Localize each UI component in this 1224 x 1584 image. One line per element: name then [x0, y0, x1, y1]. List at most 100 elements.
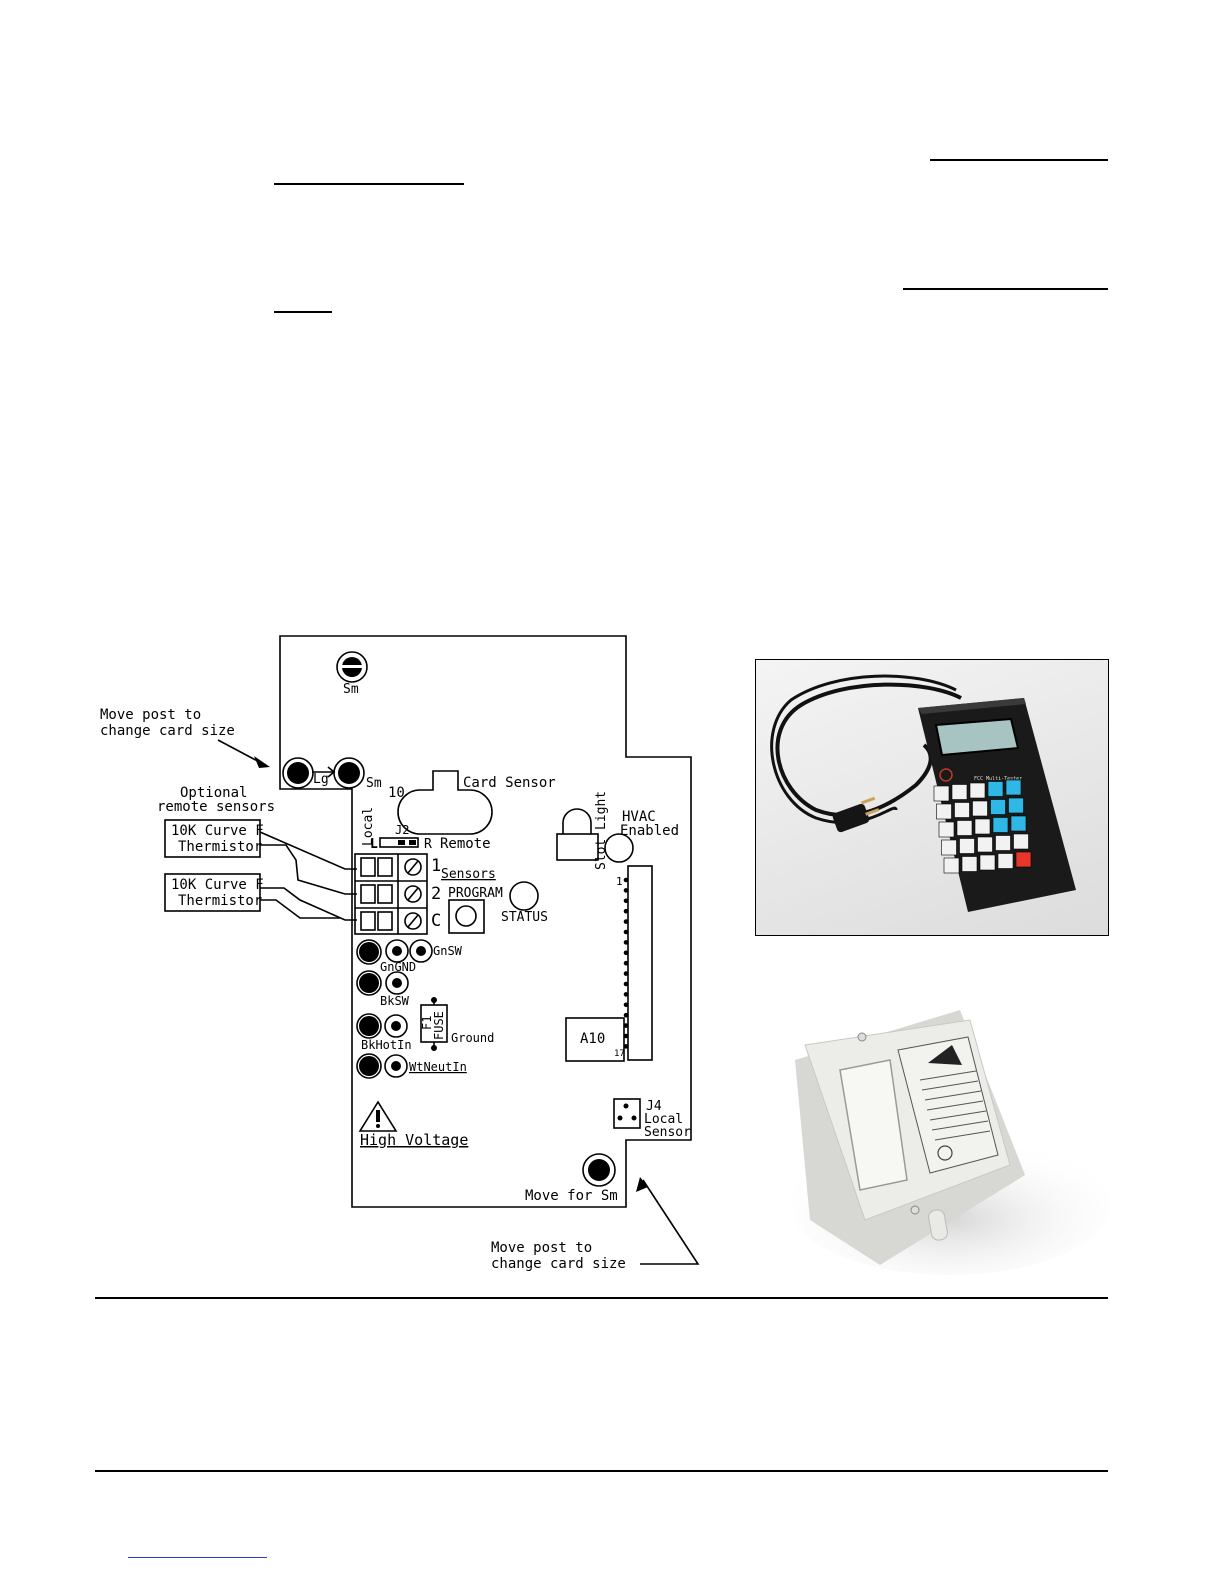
label-lg: Lg: [313, 772, 329, 787]
divider-rule-1: [95, 1297, 1108, 1299]
tester-key: [969, 782, 986, 799]
tester-key: [936, 803, 952, 820]
callout-bottom-line1: Move post to: [491, 1240, 592, 1256]
thermistor-box-1: [164, 819, 261, 858]
a10-box: [565, 1017, 625, 1062]
label-term-c: C: [431, 911, 441, 931]
thermistor-1-line2: Thermistor: [178, 839, 262, 855]
label-high-voltage: High Voltage: [360, 1131, 468, 1149]
label-local: Local: [361, 807, 376, 846]
label-ground: Ground: [451, 1031, 494, 1045]
label-pin-17: 17: [614, 1049, 625, 1059]
connector-pin: [623, 929, 629, 935]
label-program: PROGRAM: [448, 886, 503, 901]
divider-rule-2: [95, 1470, 1108, 1472]
tester-key: [972, 800, 988, 817]
tester-key: [951, 784, 968, 800]
callout-top-line1: Move post to: [100, 707, 201, 723]
tester-key: [1008, 797, 1024, 814]
tester-key: [1005, 779, 1022, 796]
connector-pin: [623, 1012, 629, 1018]
label-sm: Sm: [366, 776, 382, 791]
optional-line1: Optional: [180, 785, 247, 801]
label-j2: J2: [395, 823, 409, 837]
card-sensor-outline: [397, 770, 493, 835]
label-jr: R: [424, 837, 432, 852]
wire-1: [259, 831, 357, 870]
label-j4: J4: [646, 1099, 662, 1114]
label-j4-local: Local: [644, 1112, 683, 1127]
connector-pin: [623, 971, 629, 976]
tester-key: [959, 838, 975, 854]
label-pin-1: 1: [616, 875, 623, 888]
label-gngnd: GnGND: [380, 960, 416, 974]
tester-key: [956, 820, 973, 836]
label-remote: Remote: [440, 836, 491, 852]
label-light: Light: [594, 791, 609, 830]
connector-pin: [623, 1044, 629, 1049]
warning-triangle-icon: [358, 1100, 398, 1132]
label-sm-top: Sm: [343, 682, 359, 697]
tester-key: [1013, 833, 1029, 850]
tester-key: [987, 781, 1004, 797]
label-status: STATUS: [501, 910, 548, 925]
label-j4-sensor: Sensor: [644, 1125, 691, 1140]
connector-pin: [623, 960, 629, 966]
tester-key: [977, 836, 993, 853]
connector-pin: [623, 950, 629, 956]
tester-key: [1010, 815, 1027, 832]
callout-arrow-bottom: [640, 1179, 700, 1265]
board-outline: [279, 635, 692, 1208]
footer-link-underline[interactable]: [128, 1557, 267, 1558]
ribbon-connector: [627, 865, 653, 1061]
connector-pin: [623, 898, 629, 904]
slot-light-lamp: [562, 808, 592, 834]
card-switch-illustration: [790, 1010, 1110, 1275]
underline-fragment-2: [274, 183, 464, 185]
label-enabled: Enabled: [620, 823, 679, 839]
label-wtneutin: WtNeutIn: [409, 1060, 467, 1074]
thermistor-2-line1: 10K Curve F: [171, 877, 264, 893]
wire-2: [260, 844, 357, 895]
thermistor-2-line2: Thermistor: [178, 893, 262, 909]
tester-key: [938, 821, 955, 838]
underline-fragment-1: [930, 159, 1108, 161]
connector-pin: [623, 981, 629, 987]
label-hvac: HVAC: [622, 809, 656, 825]
label-slot: Slot: [594, 839, 609, 870]
multi-tester-illustration: FCC Multi-Tester: [770, 674, 1076, 912]
label-bkhotin: BkHotIn: [361, 1038, 412, 1052]
label-term-1: 1: [431, 856, 441, 876]
label-bksw: BkSW: [380, 994, 410, 1008]
tester-key: [992, 817, 1009, 833]
card-switch-photo: [780, 1005, 1110, 1275]
connector-pin: [623, 919, 629, 924]
callout-bottom-line2: change card size: [491, 1256, 626, 1272]
tester-key: [941, 839, 957, 856]
program-button-outline: [448, 899, 485, 934]
label-term-2: 2: [431, 884, 441, 904]
thermistor-1-line1: 10K Curve F: [171, 823, 264, 839]
optional-line2: remote sensors: [157, 799, 275, 815]
tester-label: FCC Multi-Tester: [974, 776, 1022, 782]
label-10: 10: [388, 785, 405, 801]
underline-fragment-4: [274, 311, 332, 313]
connector-pin: [623, 888, 629, 893]
hvac-led-outline: [604, 833, 634, 863]
tester-key: [974, 818, 991, 835]
wire-3: [260, 887, 357, 921]
label-f1: F1: [420, 1016, 434, 1030]
label-sensors: Sensors: [441, 867, 496, 882]
jumper-j2: [379, 837, 419, 848]
thermistor-box-2: [164, 873, 261, 912]
tester-key: [943, 857, 960, 874]
status-led-outline: [509, 881, 539, 911]
tester-keypad: [933, 779, 1032, 874]
label-fuse: FUSE: [432, 1011, 446, 1040]
label-a10: A10: [580, 1031, 605, 1047]
tester-key: [979, 854, 996, 871]
circuit-board-diagram: Move post to change card size Optional r…: [100, 635, 700, 1272]
wire-4: [260, 899, 340, 919]
connector-pin: [623, 877, 629, 883]
underline-fragment-3: [903, 288, 1108, 290]
